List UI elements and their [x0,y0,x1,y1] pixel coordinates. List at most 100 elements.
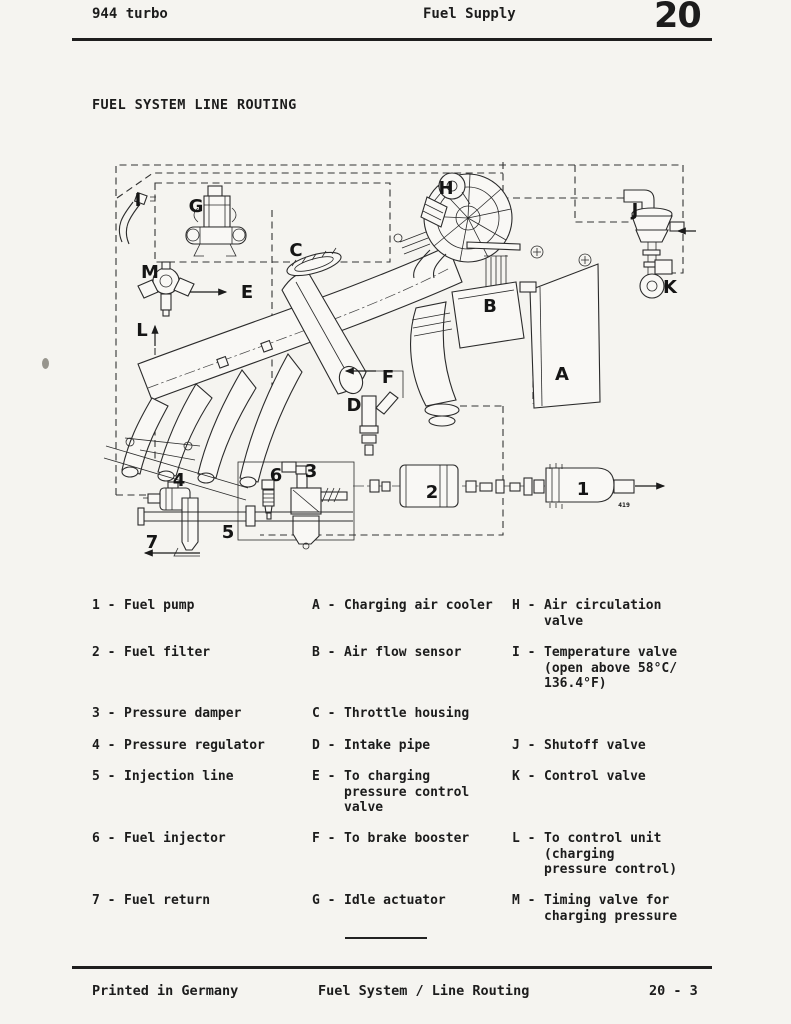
legend-entry-K: K - Control valve [512,769,646,785]
legend-key: 2 - [92,645,116,660]
throttle-housing-part [281,247,367,395]
diagram-label-7: 7 [146,532,159,553]
legend-entry-2: 2 - Fuel filter [92,645,210,661]
legend-label: Intake pipe [344,738,431,753]
timing-valve-part [137,261,195,317]
pressure-regulator-part [143,481,200,557]
fuel-injector-part [261,479,275,520]
diagram-label-M: M [141,262,159,283]
legend-label: Fuel injector [124,831,226,846]
footer-section-title: Fuel System / Line Routing [318,983,530,999]
legend-entry-B: B - Air flow sensor [312,645,461,661]
legend-entry-D: D -Intake pipe [312,738,430,754]
idle-actuator-part [185,185,247,257]
legend-label: Air circulation valve [544,598,662,629]
temperature-valve-part [118,191,156,245]
diagram-label-J: J [630,200,639,221]
legend-label: Fuel return [124,893,211,908]
diagram-label-F: F [382,367,394,388]
legend-label: Shutoff valve [544,738,646,753]
diagram-label-419: 419 [618,501,630,509]
footer-rule [72,966,712,969]
legend-label: Pressure regulator [124,738,265,753]
diagram-label-3: 3 [305,461,318,482]
legend-key: 7 - [92,893,116,908]
fuel-pump-part [462,463,635,509]
diagram-label-A: A [555,364,569,385]
diagram-label-6: 6 [270,465,283,486]
legend-key: 4 - [92,738,116,753]
legend-key: G - [312,893,336,908]
legend-label: To charging pressure control valve [344,769,470,816]
charging-air-cooler-part [519,263,601,409]
boost-pipe [409,301,460,427]
legend-key: J - [512,738,536,753]
footer-page-number: 20 - 3 [649,983,698,999]
intake-pipe-part [359,391,399,456]
diagram-label-D: D [347,395,362,416]
pressure-damper-part [281,461,348,550]
legend-label: Injection line [124,769,234,784]
diagram-label-4: 4 [173,470,186,491]
diagram-label-E: E [241,282,253,303]
header-model: 944 turbo [92,6,168,22]
legend-label: Charging air cooler [344,598,493,613]
diagram-label-1: 1 [577,479,590,500]
footer-printed-in: Printed in Germany [92,983,239,999]
legend-label: Timing valve for charging pressure [544,893,678,924]
legend-label: Idle actuator [344,893,446,908]
legend-key: K - [512,769,536,784]
legend-label: Fuel pump [124,598,195,613]
legend-key: B - [312,645,336,660]
legend-entry-F: F -To brake booster [312,831,469,847]
legend-entry-C: C - Throttle housing [312,706,469,722]
legend-entry-A: A - Charging air cooler [312,598,493,614]
page-title: FUEL SYSTEM LINE ROUTING [92,97,297,113]
legend-entry-5: 5 - Injection line [92,769,234,785]
shutoff-control-valves [623,189,685,299]
diagram-label-2: 2 [426,482,439,503]
legend-key: M - [512,893,536,908]
legend-label: Fuel filter [124,645,211,660]
legend-label: Throttle housing [344,706,470,721]
legend-key: C - [312,706,336,721]
scan-smudge [42,358,49,369]
legend-key: H - [512,598,536,613]
legend-entry-L: L - To control unit (charging pressure co… [512,831,680,878]
legend-label: Temperature valve (open above 58°C/ 136.… [544,645,678,692]
diagram-label-C: C [289,240,302,261]
air-flow-sensor-part [451,241,592,349]
legend-entry-7: 7 - Fuel return [92,893,210,909]
legend-key: 6 - [92,831,116,846]
fuel-filter-part [353,464,459,508]
header-section: Fuel Supply [423,6,516,22]
legend-key: L - [512,831,536,846]
injection-line-part [137,505,353,527]
legend-entry-1: 1 - Fuel pump [92,598,194,614]
legend-entry-I: I - Temperature valve (open above 58°C/ 1… [512,645,680,692]
legend-key: A - [312,598,336,613]
legend-label: Air flow sensor [344,645,462,660]
legend-key: I - [512,645,536,660]
legend-label: To control unit (charging pressure contr… [544,831,678,878]
legend-key: 5 - [92,769,116,784]
diagram-label-G: G [189,196,204,217]
diagram-label-B: B [483,296,497,317]
diagram-label-K: K [663,277,678,298]
diagram-label-5: 5 [222,522,235,543]
legend-key: E - [312,769,336,784]
legend-key: 1 - [92,598,116,613]
legend-label: Pressure damper [124,706,242,721]
legend-entry-E: E - To charging pressure control valve [312,769,480,816]
header-rule [72,38,712,41]
legend-entry-M: M - Timing valve for charging pressure [512,893,680,924]
legend-entry-6: 6 - Fuel injector [92,831,226,847]
legend-entry-J: J - Shutoff valve [512,738,646,754]
diagram-label-L: L [136,320,147,341]
legend-label: Control valve [544,769,646,784]
air-circulation-valve-part [413,172,513,279]
diagram-label-H: H [438,178,453,199]
